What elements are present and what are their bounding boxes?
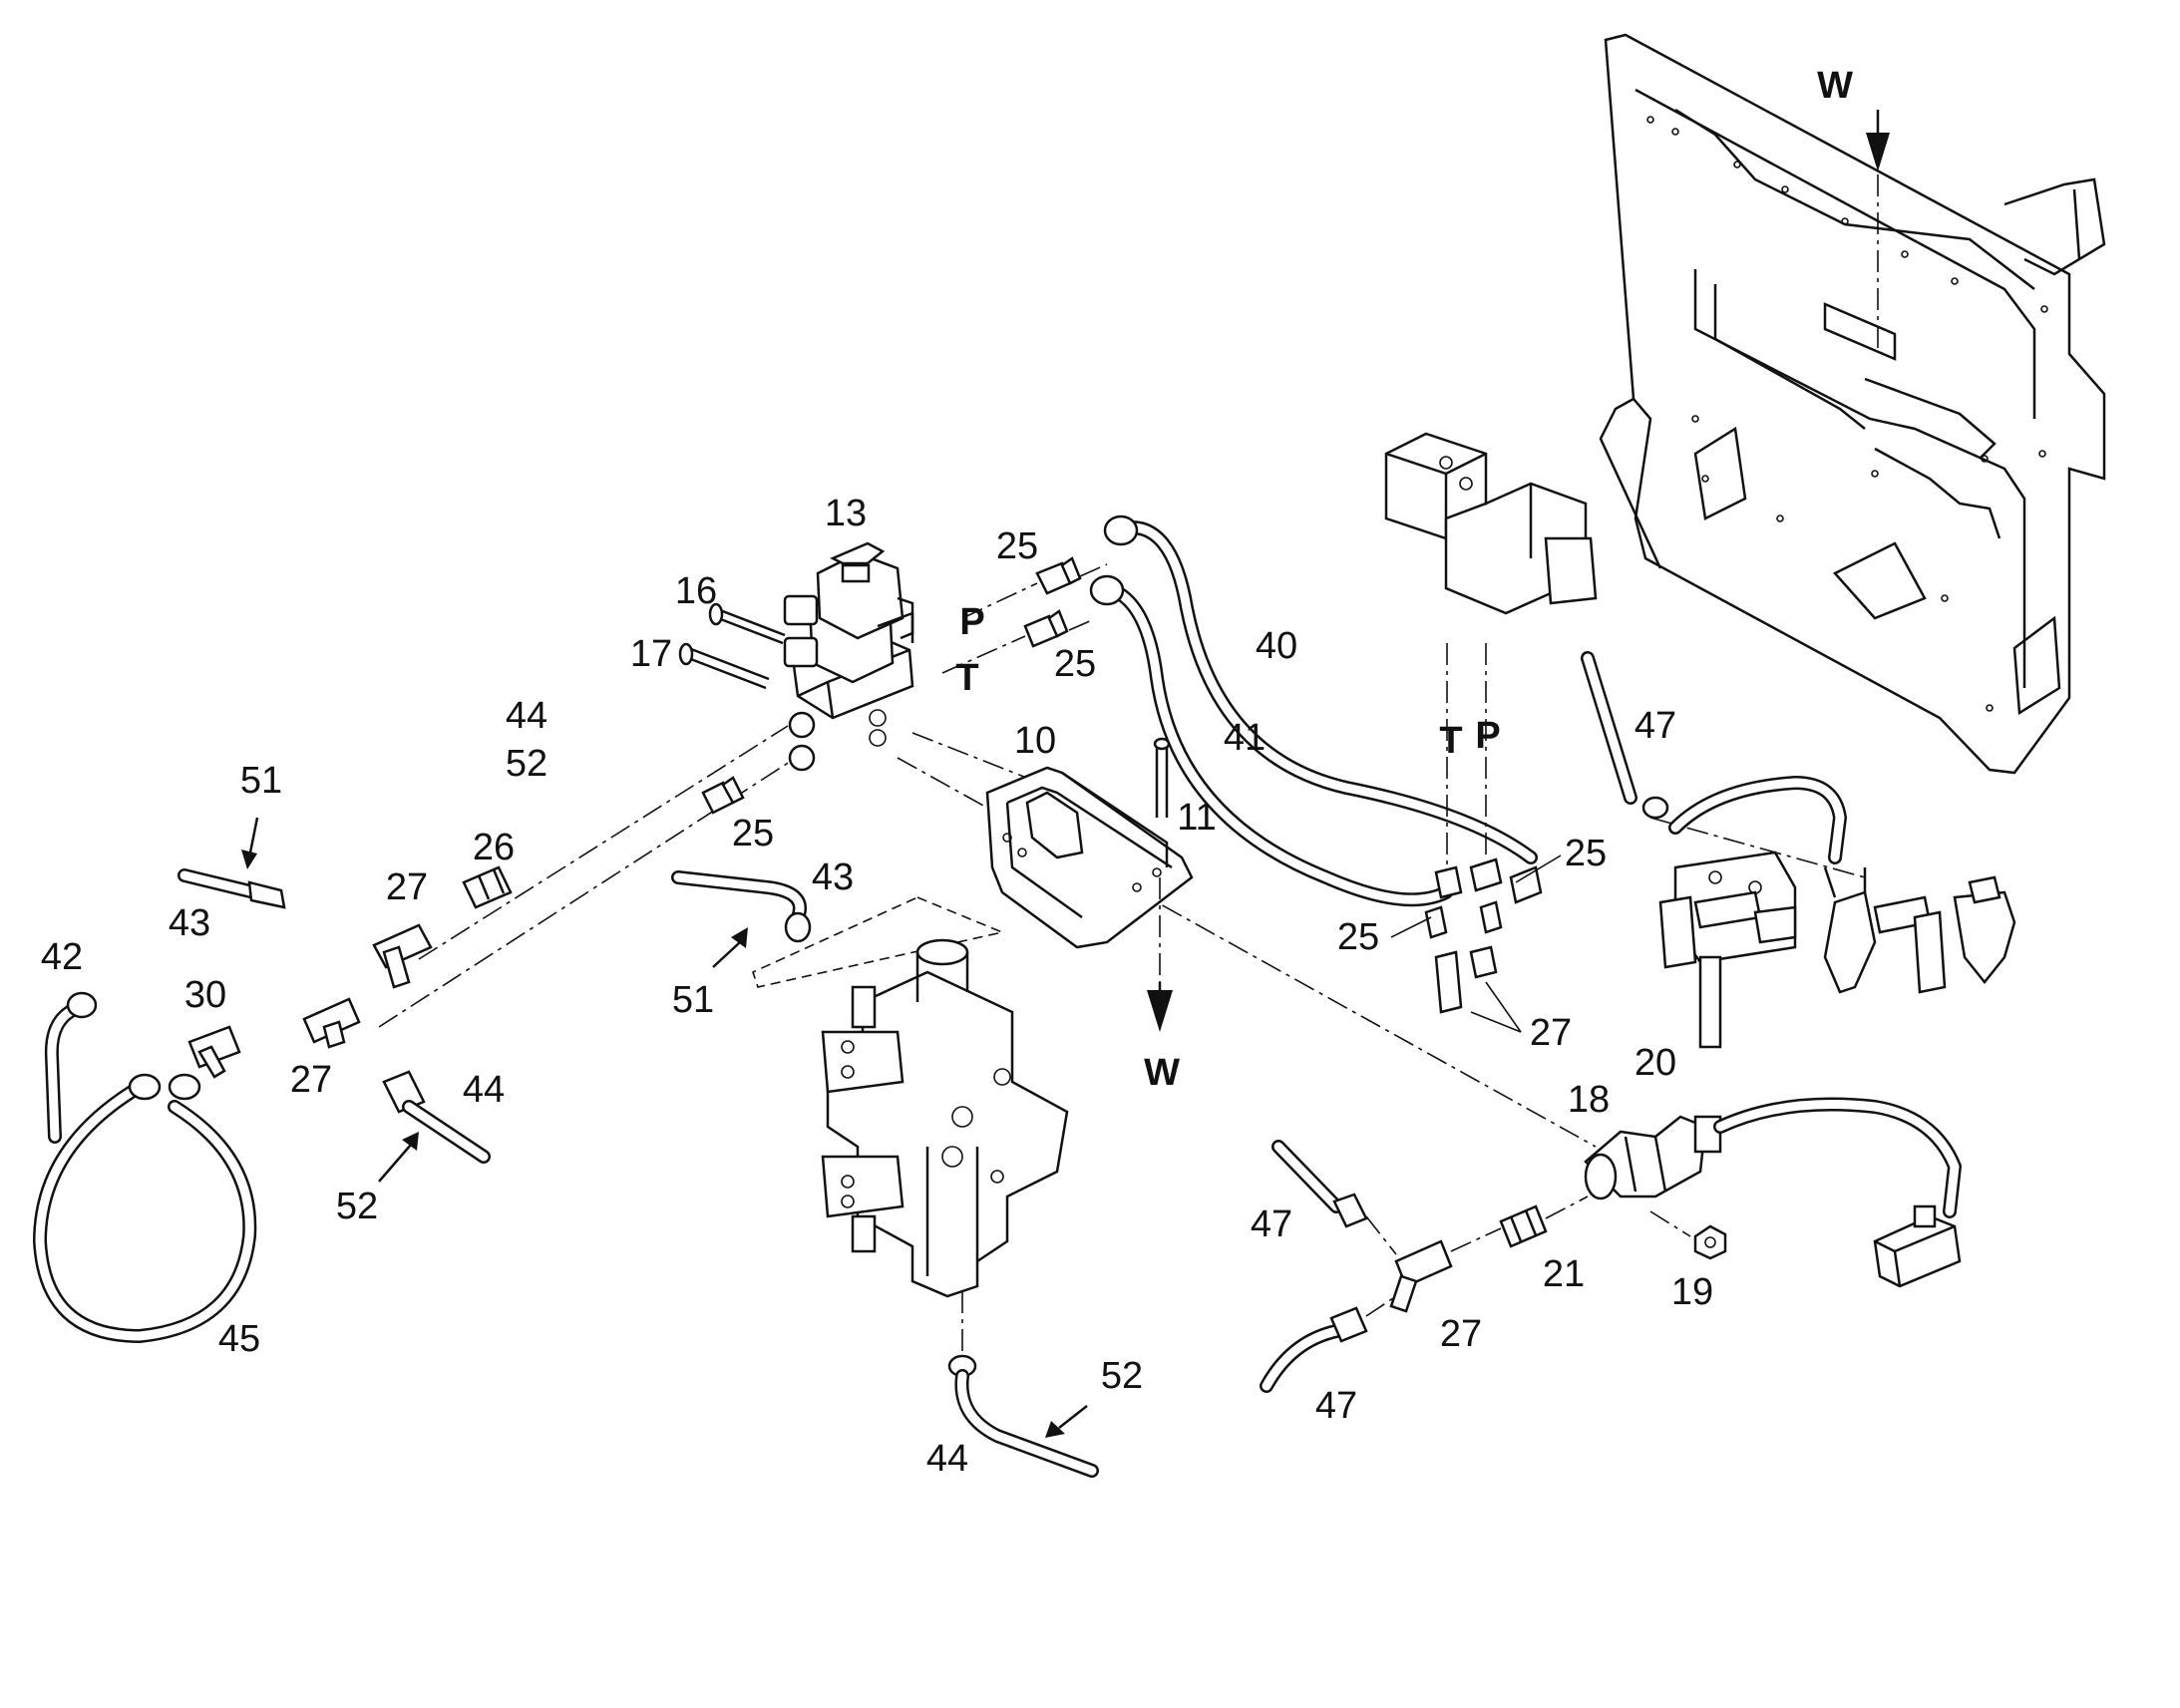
hose-41 xyxy=(1089,574,1453,907)
label-16: 16 xyxy=(675,570,717,612)
port-label-valve-p: P xyxy=(959,601,984,643)
tee-fitting-27-b xyxy=(302,997,361,1049)
view-w-bottom-marker: W xyxy=(1144,877,1180,1094)
label-52-b: 52 xyxy=(336,1186,378,1227)
hose-40 xyxy=(1103,514,1538,864)
label-51-b: 51 xyxy=(672,979,714,1021)
label-41: 41 xyxy=(1224,717,1266,759)
label-47-a: 47 xyxy=(1635,705,1676,747)
bolt-17 xyxy=(678,642,770,690)
port-label-valve-t: T xyxy=(955,657,978,699)
label-44-a: 44 xyxy=(506,695,547,737)
bolt-11 xyxy=(1153,737,1171,818)
auxiliary-manifold-assembly xyxy=(1658,776,2016,1049)
label-40: 40 xyxy=(1256,625,1297,667)
label-52-a: 52 xyxy=(506,743,547,785)
adapter-21 xyxy=(1499,1204,1548,1248)
leader-27-block xyxy=(1470,981,1522,1033)
sensor-connector xyxy=(1873,1204,1962,1288)
label-27-c: 27 xyxy=(1530,1012,1572,1054)
label-25-c: 25 xyxy=(732,813,774,854)
label-43-a: 43 xyxy=(169,902,210,944)
label-25-e: 25 xyxy=(1337,916,1379,958)
nut-19 xyxy=(1693,1224,1727,1260)
label-44-b: 44 xyxy=(463,1069,505,1111)
part-labels: 13 16 17 25 25 P T 44 52 25 51 43 27 26 … xyxy=(41,493,1713,1480)
arrow-51-a xyxy=(241,817,259,869)
directional-valve xyxy=(1384,432,1598,615)
label-30: 30 xyxy=(184,974,226,1016)
label-26: 26 xyxy=(473,827,515,868)
centerline-21-18 xyxy=(1545,1196,1589,1219)
label-27-b: 27 xyxy=(290,1059,332,1101)
hose-42 xyxy=(44,991,98,1144)
label-43-b: 43 xyxy=(812,856,854,898)
frame-assembly xyxy=(1599,33,2106,775)
tee-fitting-27-d xyxy=(1389,1239,1453,1313)
fitting-25-p xyxy=(1035,556,1082,595)
label-21: 21 xyxy=(1543,1253,1585,1295)
hose-end-51-43-a xyxy=(178,868,286,909)
label-18: 18 xyxy=(1568,1079,1610,1121)
solenoid-valve-13 xyxy=(783,541,914,772)
hose-end-44-52-b xyxy=(947,1354,1099,1478)
hose-47-lower-a xyxy=(1272,1140,1397,1255)
fitting-26 xyxy=(462,865,513,909)
bracket-10 xyxy=(985,766,1194,949)
label-25-d: 25 xyxy=(1565,833,1607,874)
label-11: 11 xyxy=(1177,797,1216,839)
manifold-block xyxy=(752,896,1069,1351)
view-label-w-top: W xyxy=(1817,65,1853,107)
label-27-d: 27 xyxy=(1440,1313,1482,1355)
label-44-c: 44 xyxy=(926,1438,968,1480)
label-51-a: 51 xyxy=(240,760,282,802)
label-52-c: 52 xyxy=(1101,1355,1143,1397)
block-fittings xyxy=(1424,857,1543,1014)
hose-end-43-51-b xyxy=(671,870,812,943)
port-label-block-t: T xyxy=(1439,720,1462,762)
centerline-27-21 xyxy=(1450,1227,1502,1252)
hose-end-52-44-a xyxy=(382,1070,491,1164)
label-47-c: 47 xyxy=(1315,1385,1357,1427)
label-13: 13 xyxy=(825,493,867,534)
elbow-fitting-30 xyxy=(187,1025,241,1079)
arrow-52-a xyxy=(378,1132,419,1183)
view-w-top-marker: W xyxy=(1817,65,1890,349)
hose-47-upper xyxy=(1581,651,1669,820)
hose-45 xyxy=(33,1073,257,1343)
label-10: 10 xyxy=(1014,720,1056,762)
label-17: 17 xyxy=(630,633,672,675)
label-42: 42 xyxy=(41,936,83,978)
hose-47-lower-b xyxy=(1260,1295,1397,1393)
label-20: 20 xyxy=(1635,1042,1676,1084)
label-25-a: 25 xyxy=(996,525,1038,567)
sensor-20 xyxy=(1584,1097,1962,1218)
label-47-b: 47 xyxy=(1251,1203,1292,1245)
centerline-18-19 xyxy=(1649,1210,1691,1237)
fitting-25-t xyxy=(1023,609,1069,648)
arrow-51-b xyxy=(712,927,748,968)
label-45: 45 xyxy=(218,1318,260,1360)
tee-fitting-27-a xyxy=(372,923,433,989)
port-label-block-p: P xyxy=(1475,715,1500,757)
label-27-a: 27 xyxy=(386,866,428,908)
label-25-b: 25 xyxy=(1054,643,1096,685)
arrow-52-b xyxy=(1045,1405,1088,1438)
bolt-16 xyxy=(708,602,786,645)
view-label-w-bottom: W xyxy=(1144,1052,1180,1094)
fitting-25-left xyxy=(701,776,745,815)
label-leaders xyxy=(1390,854,1562,938)
label-19: 19 xyxy=(1671,1271,1713,1313)
